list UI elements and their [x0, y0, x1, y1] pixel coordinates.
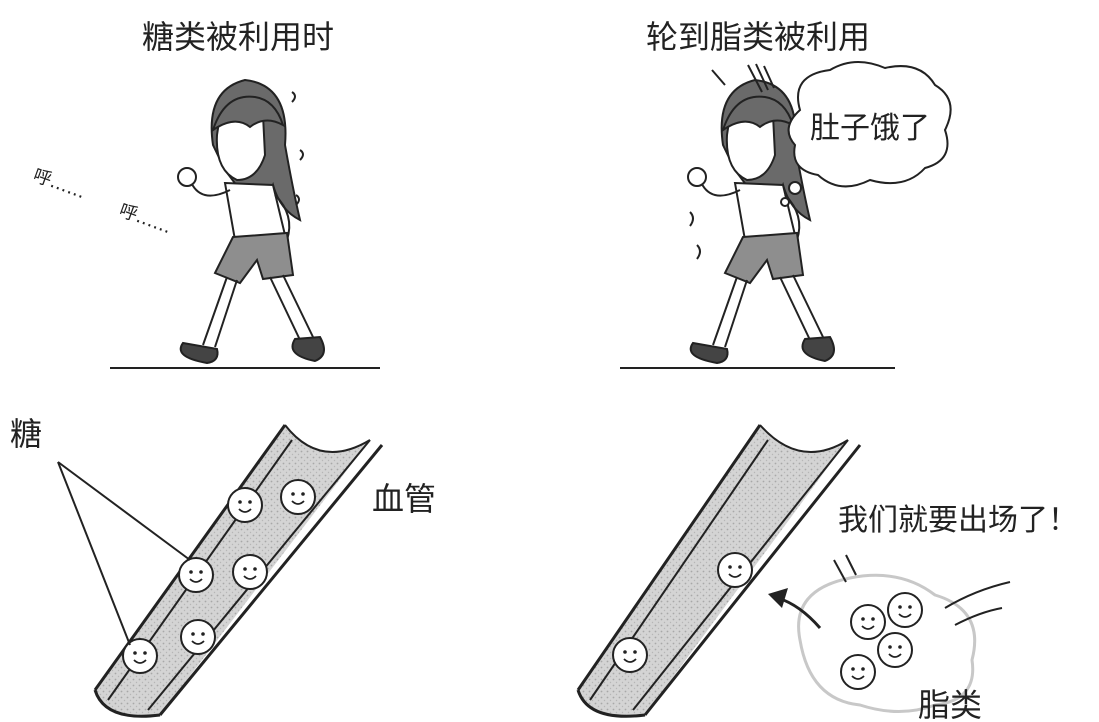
sugar-molecule	[232, 554, 268, 590]
sugar-molecule	[280, 479, 316, 515]
sugar-molecule	[180, 619, 216, 655]
sugar-molecule	[227, 487, 263, 523]
fat-molecule	[877, 632, 913, 668]
sugar-molecule	[122, 638, 158, 674]
fat-molecule	[840, 654, 876, 690]
thought-text: 肚子饿了	[810, 111, 930, 146]
walking-girl-left	[177, 79, 325, 364]
sugar-molecule	[178, 557, 214, 593]
breath-text-1: 呼……	[30, 165, 88, 203]
fat-molecule	[887, 592, 923, 628]
sugar-pointer-lines	[57, 461, 191, 646]
breath-text-2: 呼……	[116, 200, 174, 238]
right-panel-title: 轮到脂类被利用	[646, 18, 870, 56]
arrow-icon	[768, 588, 822, 629]
tired-lines	[711, 63, 775, 93]
fat-label: 脂类	[918, 686, 982, 722]
fat-cloud	[797, 573, 977, 713]
sweat-drops-right	[689, 211, 701, 260]
sweat-drops-left	[291, 91, 304, 206]
sugar-label: 糖	[10, 415, 42, 453]
vessel-label: 血管	[372, 480, 436, 518]
thought-bubble	[780, 61, 952, 207]
sugar-molecule	[612, 637, 648, 673]
sugar-molecule	[717, 552, 753, 588]
fat-speech-text: 我们就要出场了！	[838, 503, 1078, 538]
left-panel-title: 糖类被利用时	[142, 18, 334, 56]
motion-lines	[833, 554, 1011, 626]
fat-molecule	[850, 604, 886, 640]
